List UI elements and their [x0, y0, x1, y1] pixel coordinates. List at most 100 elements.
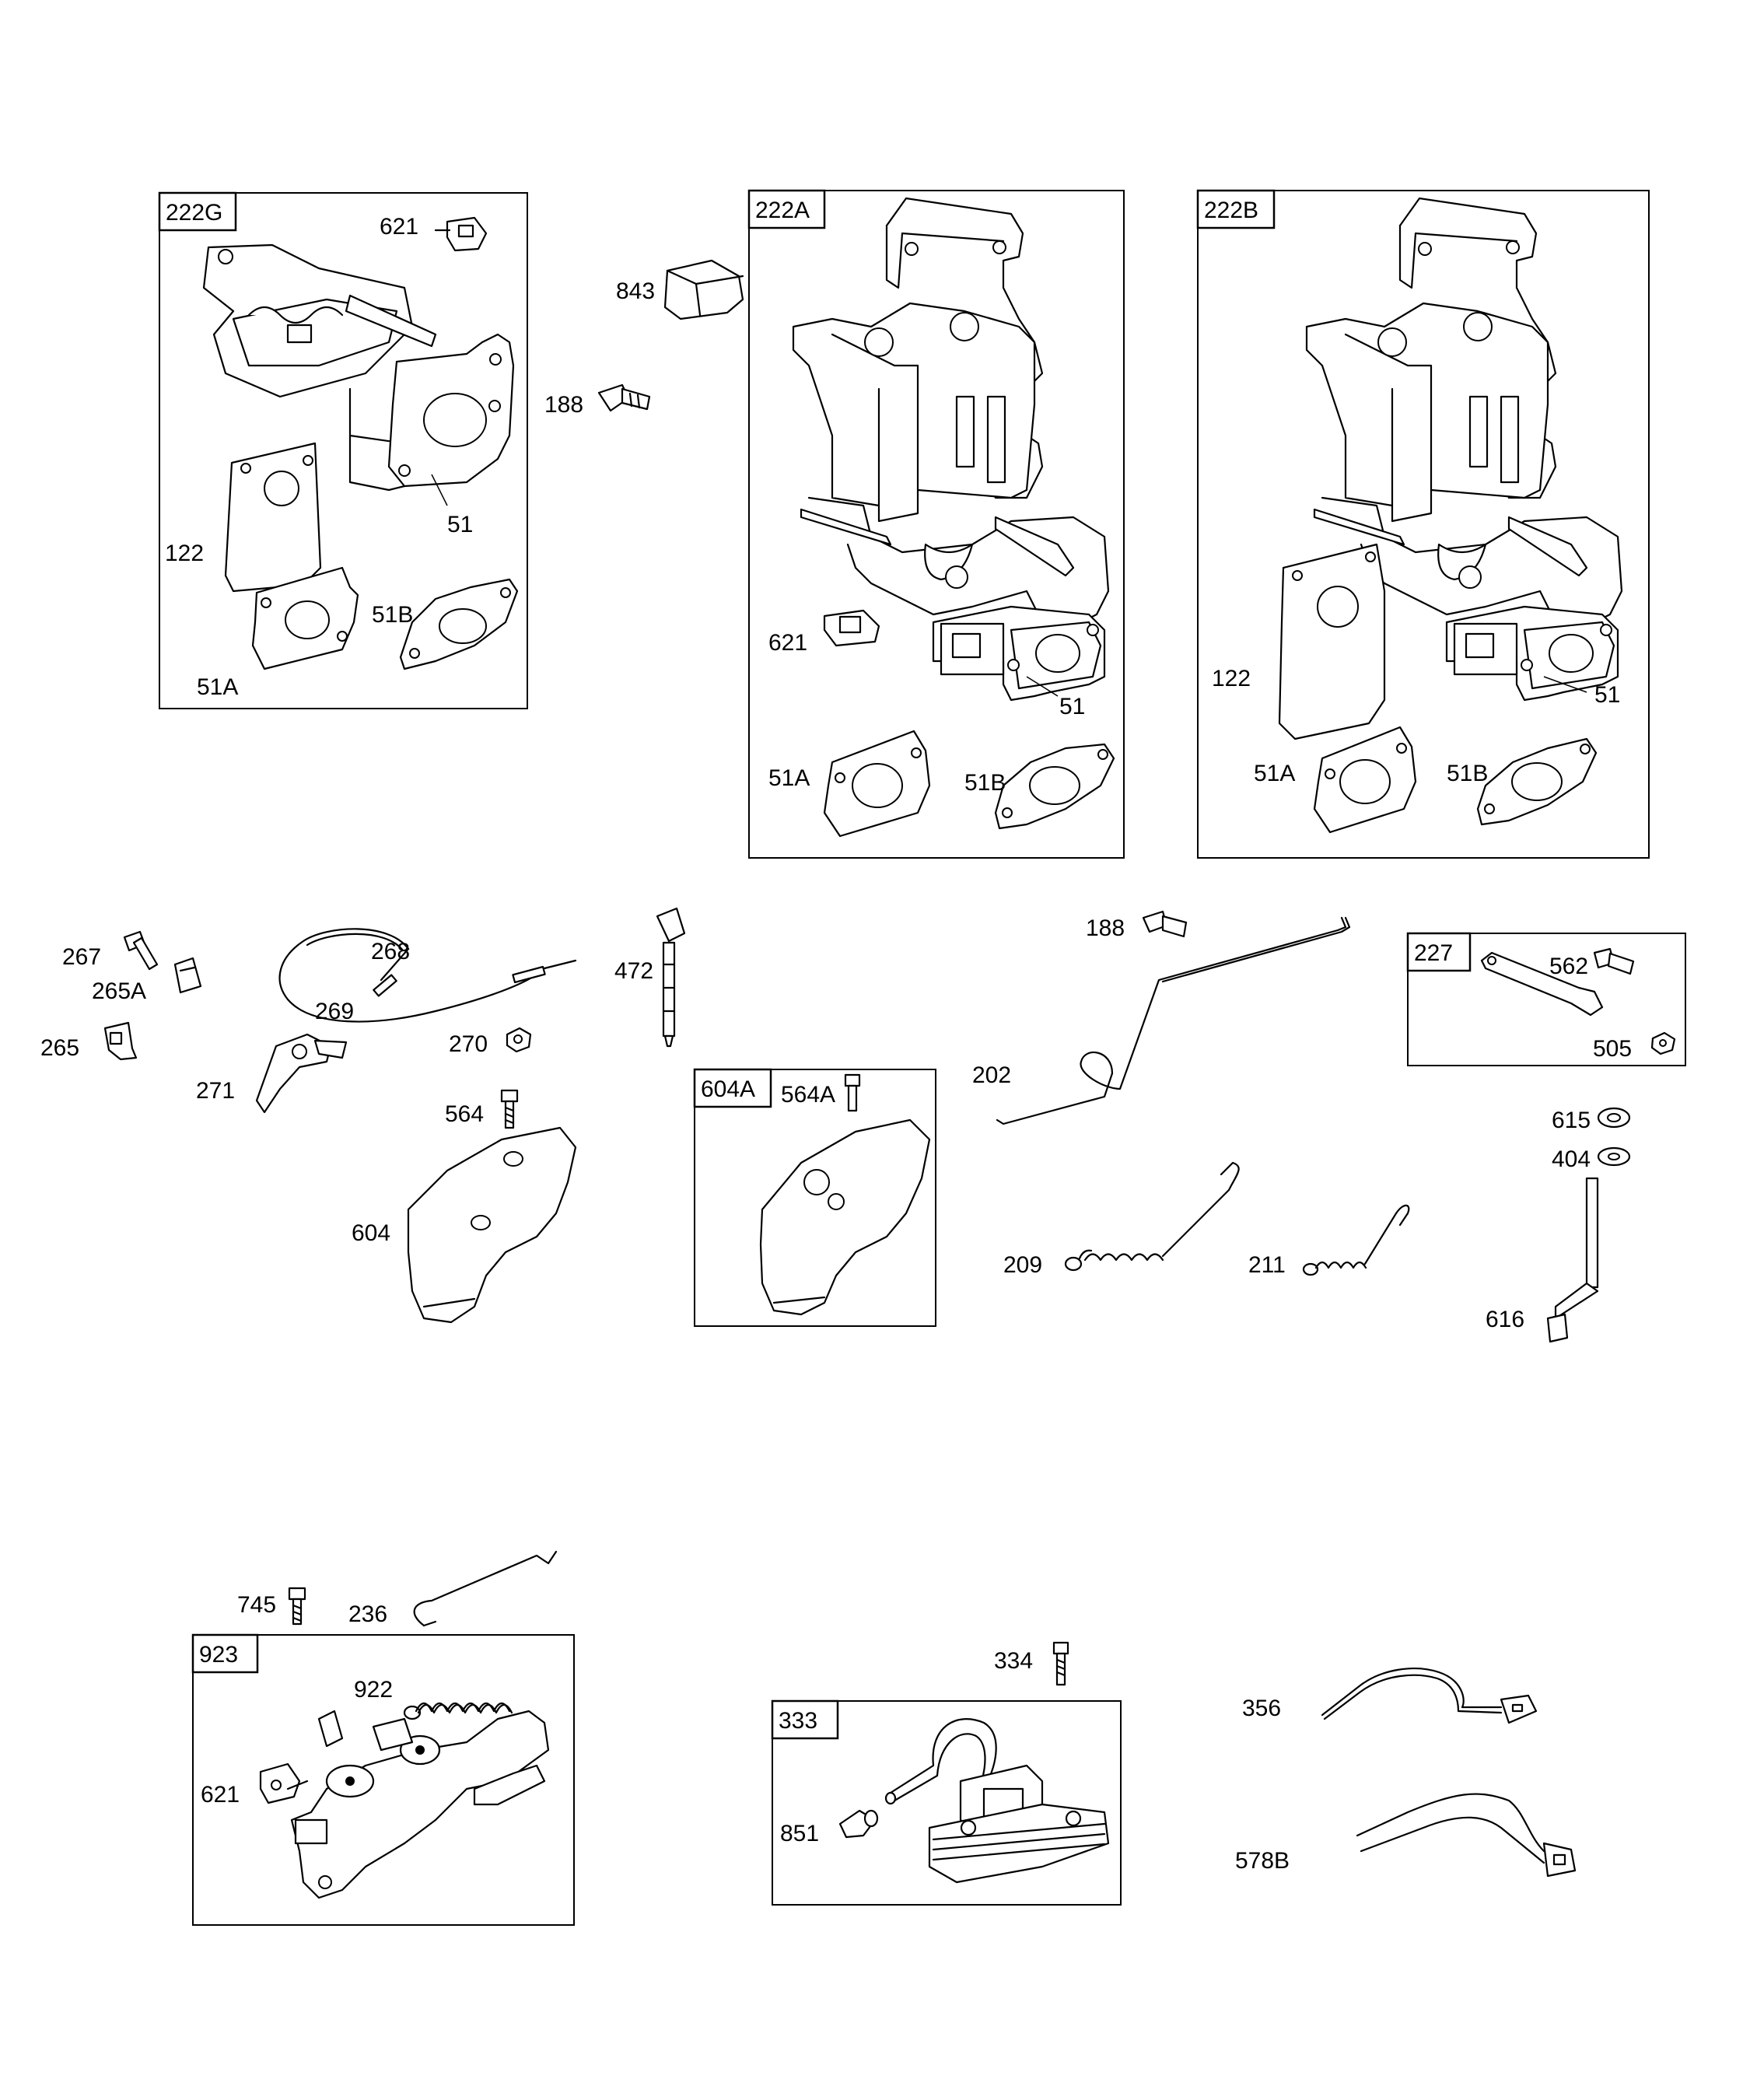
callout-334: 334: [994, 1648, 1033, 1674]
tube-843-part[interactable]: [663, 259, 744, 320]
nut-270-part[interactable]: [506, 1027, 532, 1053]
callout-211: 211: [1248, 1252, 1286, 1278]
connector-851-part[interactable]: [838, 1809, 879, 1839]
bracket-271-part[interactable]: [255, 1033, 348, 1114]
callout-209: 209: [1003, 1252, 1042, 1278]
gasket-51A-part[interactable]: [251, 566, 359, 670]
callout-564A: 564A: [781, 1082, 835, 1108]
callout-51: 51: [447, 512, 473, 537]
callout-472: 472: [614, 958, 653, 984]
gasket-51B-b-part[interactable]: [994, 743, 1115, 830]
clip-621-part[interactable]: [434, 216, 488, 252]
group-label-333: 333: [779, 1708, 817, 1734]
group-222G[interactable]: 222G: [158, 191, 528, 709]
gasket-51B-part[interactable]: [399, 578, 519, 670]
spring-922-part[interactable]: [403, 1702, 513, 1720]
callout-51A: 51A: [768, 765, 810, 791]
link-202-part[interactable]: [996, 916, 1351, 1125]
screw-564-part[interactable]: [500, 1089, 519, 1129]
group-604A[interactable]: 604A 564A: [693, 1068, 936, 1327]
group-label-222A: 222A: [755, 198, 810, 223]
callout-51A: 51A: [1254, 761, 1295, 786]
callout-236: 236: [348, 1601, 387, 1627]
screw-745-part[interactable]: [288, 1587, 306, 1626]
lever-227-part[interactable]: [1480, 951, 1604, 1017]
wire-356-part[interactable]: [1321, 1668, 1538, 1724]
gasket-51A-c-part[interactable]: [1313, 726, 1417, 834]
group-label-227: 227: [1414, 940, 1453, 966]
callout-122: 122: [1212, 666, 1251, 691]
callout-843: 843: [616, 278, 655, 304]
spring-209-part[interactable]: [1064, 1161, 1240, 1272]
callout-604: 604: [352, 1220, 390, 1246]
callout-356: 356: [1242, 1696, 1281, 1721]
callout-564: 564: [445, 1101, 484, 1127]
dipstick-472-part[interactable]: [656, 907, 686, 1048]
callout-578B: 578B: [1235, 1848, 1290, 1874]
ignition-coil-part[interactable]: [884, 1718, 1110, 1884]
group-label-923: 923: [199, 1642, 238, 1668]
clip-265-part[interactable]: [103, 1021, 138, 1061]
screw-188-part[interactable]: [597, 383, 651, 412]
bracket-plate-51[interactable]: [387, 333, 515, 488]
gasket-51A-b-part[interactable]: [823, 730, 931, 838]
callout-265A: 265A: [92, 978, 146, 1004]
group-227[interactable]: 227 562 505: [1406, 932, 1686, 1066]
gasket-122-b-part[interactable]: [1278, 543, 1386, 740]
callout-51B: 51B: [964, 770, 1006, 796]
callout-621: 621: [201, 1782, 240, 1808]
callout-51B: 51B: [1447, 761, 1488, 786]
callout-122: 122: [165, 541, 204, 566]
clip-265A-part[interactable]: [173, 957, 202, 994]
callout-922: 922: [354, 1677, 393, 1703]
washer-615-part[interactable]: [1597, 1107, 1631, 1129]
callout-505: 505: [1593, 1036, 1632, 1062]
control-bracket-222A-part[interactable]: [792, 197, 1110, 702]
group-333[interactable]: 333 851: [771, 1699, 1122, 1906]
screw-334-part[interactable]: [1052, 1641, 1069, 1686]
cover-604-part[interactable]: [407, 1126, 577, 1324]
callout-851: 851: [780, 1821, 819, 1846]
screw-188-b-part[interactable]: [1142, 910, 1188, 938]
control-bracket-222B-part[interactable]: [1305, 197, 1623, 702]
callout-267: 267: [62, 944, 101, 970]
callout-270: 270: [449, 1031, 488, 1057]
callout-269: 269: [315, 999, 354, 1024]
shaft-616-part[interactable]: [1546, 1177, 1599, 1343]
group-222A[interactable]: 222A: [747, 189, 1125, 859]
callout-271: 271: [196, 1078, 235, 1104]
callout-615: 615: [1552, 1108, 1591, 1133]
control-bracket-923-part[interactable]: [290, 1710, 550, 1899]
callout-745: 745: [237, 1592, 276, 1618]
link-236-part[interactable]: [413, 1550, 558, 1627]
callout-51: 51: [1594, 682, 1620, 708]
group-222B[interactable]: 222B: [1196, 189, 1650, 859]
gasket-122-part[interactable]: [224, 442, 322, 593]
screw-564A-part[interactable]: [844, 1073, 861, 1112]
screw-267-part[interactable]: [123, 930, 159, 971]
spring-211-part[interactable]: [1302, 1204, 1410, 1276]
callout-268: 268: [371, 939, 410, 964]
callout-616: 616: [1486, 1307, 1524, 1332]
callout-621: 621: [768, 630, 807, 656]
callout-404: 404: [1552, 1146, 1591, 1172]
group-label-222B: 222B: [1204, 198, 1258, 223]
callout-188: 188: [544, 392, 583, 418]
gasket-51B-c-part[interactable]: [1476, 737, 1598, 826]
callout-202: 202: [972, 1062, 1011, 1088]
callout-188: 188: [1086, 915, 1125, 941]
callout-51: 51: [1059, 694, 1085, 719]
clip-621-b-part[interactable]: [823, 609, 880, 647]
callout-562: 562: [1549, 954, 1588, 979]
screw-562-part[interactable]: [1593, 947, 1635, 975]
washer-404-part[interactable]: [1597, 1146, 1631, 1167]
callout-265: 265: [40, 1035, 79, 1061]
group-923[interactable]: 923 922 621: [191, 1633, 575, 1926]
clip-621-c-part[interactable]: [259, 1762, 309, 1804]
group-label-604A: 604A: [701, 1076, 755, 1102]
cover-604A-part[interactable]: [759, 1118, 931, 1316]
nut-505-part[interactable]: [1650, 1031, 1676, 1055]
wire-578B-part[interactable]: [1356, 1793, 1577, 1878]
cable-268-part[interactable]: [278, 928, 577, 1023]
